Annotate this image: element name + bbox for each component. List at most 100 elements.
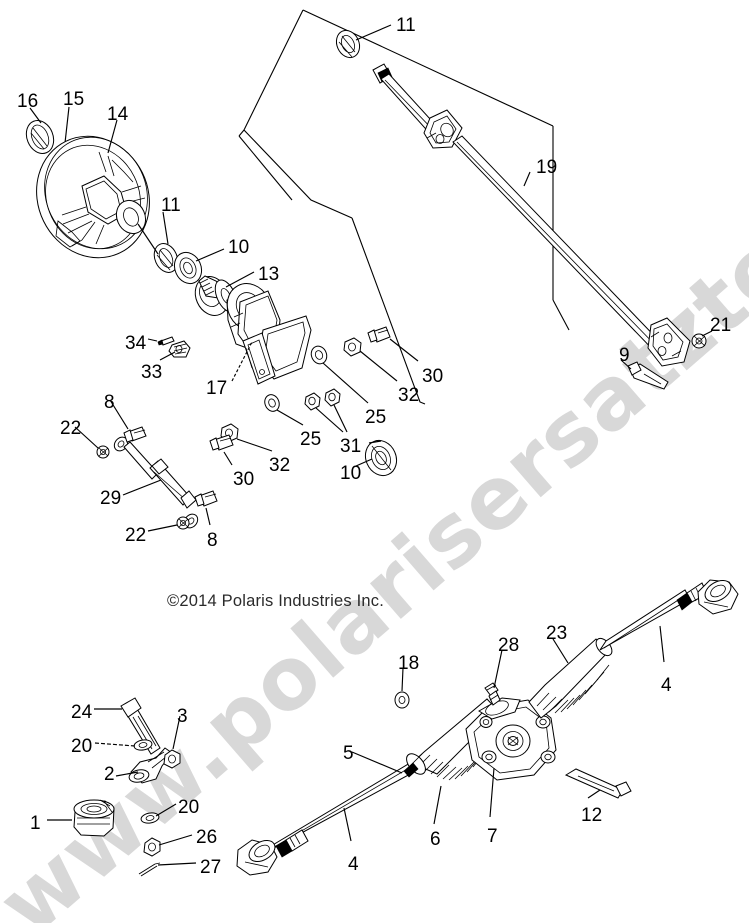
callout-steering-column-housing: 17 bbox=[206, 378, 228, 399]
leader-19 bbox=[523, 171, 531, 187]
callout-rack-housing: 7 bbox=[487, 826, 498, 847]
callout-boot-rack-left: 6 bbox=[430, 829, 441, 850]
leader-11b-wheel bbox=[137, 223, 159, 255]
callout-nut-flange: 32 bbox=[269, 455, 291, 476]
part-16-cap bbox=[25, 120, 55, 154]
leader-33 bbox=[159, 351, 176, 361]
leader-23 bbox=[552, 638, 569, 664]
part-14-steering-wheel bbox=[36, 135, 150, 259]
callout-bolt-long: 24 bbox=[71, 702, 93, 723]
leader-26 bbox=[158, 834, 193, 846]
part-2-adjuster bbox=[128, 747, 173, 784]
callout-nut-lock: 31 bbox=[340, 436, 362, 457]
callout-tie-rod-left: 4 bbox=[348, 854, 359, 875]
leader-10b bbox=[355, 458, 373, 467]
callout-gas-strut: 29 bbox=[100, 488, 122, 509]
callout-tie-rod-end-adjuster: 2 bbox=[104, 764, 115, 785]
callout-bolt-gas-strut: 8 bbox=[104, 392, 115, 413]
part-11-bearing-wheel bbox=[153, 243, 179, 273]
leader-32b bbox=[236, 438, 273, 452]
leader-32a bbox=[359, 350, 398, 382]
leader-4b bbox=[343, 807, 352, 842]
leader-11a bbox=[355, 24, 392, 41]
leader-31a bbox=[315, 407, 344, 433]
part-25-washer-b bbox=[264, 394, 280, 412]
leader-8b bbox=[205, 507, 211, 526]
part-5-clamp bbox=[403, 762, 419, 778]
part-26-nut bbox=[143, 837, 161, 857]
part-1-ball-joint bbox=[73, 799, 115, 837]
leader-6 bbox=[433, 785, 442, 825]
leader-21 bbox=[701, 330, 713, 337]
callout-nut-flange: 32 bbox=[398, 385, 420, 406]
callout-bolt-lower-joint: 9 bbox=[619, 345, 630, 366]
part-30-bolt-a bbox=[367, 326, 391, 343]
part-4-tie-rod-left bbox=[236, 756, 426, 876]
leader-11b bbox=[162, 211, 169, 245]
callout-nut-26: 26 bbox=[196, 827, 218, 848]
callout-grease-fitting: 28 bbox=[498, 635, 520, 656]
part-19-steering-shaft bbox=[372, 63, 691, 367]
callout-clamp-boot: 5 bbox=[343, 743, 354, 764]
callout-nut-gas-strut: 22 bbox=[125, 525, 147, 546]
part-17-column-housing bbox=[226, 283, 312, 385]
callout-hub-spline-adapter: 13 bbox=[258, 264, 280, 285]
callout-nut-steering-wheel: 15 bbox=[63, 89, 85, 110]
callout-bearing-wheel-side: 11 bbox=[161, 195, 181, 216]
leader-18 bbox=[401, 667, 404, 692]
leader-4a bbox=[659, 625, 665, 663]
part-33-clamp bbox=[168, 340, 191, 358]
assembly-boundary-lines bbox=[238, 9, 570, 405]
callout-bolt-flange: 30 bbox=[422, 366, 444, 387]
leader-2 bbox=[115, 771, 139, 777]
callout-boot-rack-right: 23 bbox=[546, 623, 568, 644]
leader-13 bbox=[225, 271, 255, 288]
callout-steering-shaft-u-joint: 19 bbox=[536, 157, 558, 178]
callout-washer-20: 20 bbox=[178, 797, 200, 818]
callout-steering-wheel: 14 bbox=[107, 104, 129, 125]
leader-25b bbox=[276, 409, 304, 426]
leader-30a bbox=[389, 338, 419, 362]
callout-cap-cover: 16 bbox=[17, 91, 39, 112]
leader-31b bbox=[333, 404, 348, 433]
part-10-bearing-lower bbox=[364, 439, 398, 477]
leader-27 bbox=[157, 862, 197, 866]
part-34-screw bbox=[157, 336, 175, 346]
leader-10a bbox=[195, 248, 225, 262]
leader-29 bbox=[122, 479, 162, 496]
callout-bolt-gas-strut: 8 bbox=[207, 530, 218, 551]
leader-12 bbox=[587, 789, 601, 799]
leader-28 bbox=[493, 649, 503, 689]
part-11-bearing-top bbox=[335, 29, 361, 59]
part-20-washer-a bbox=[133, 739, 153, 751]
callout-nut-gas-strut: 22 bbox=[60, 418, 82, 439]
part-8-bolt-a bbox=[123, 426, 147, 443]
callout-washer-rack: 18 bbox=[398, 653, 420, 674]
leader-10b-top bbox=[368, 440, 382, 444]
leader-5 bbox=[351, 751, 403, 774]
leader-9 bbox=[620, 359, 632, 370]
part-30-bolt-b bbox=[209, 434, 234, 451]
leader-16 bbox=[29, 107, 42, 124]
leader-3 bbox=[172, 715, 181, 750]
leader-20b bbox=[155, 803, 177, 817]
part-10-bearing-upper bbox=[173, 251, 203, 285]
callout-screw-small: 34 bbox=[125, 333, 147, 354]
part-21-nut bbox=[691, 333, 707, 349]
part-9-bolt bbox=[627, 361, 669, 390]
leader-8a bbox=[109, 399, 129, 430]
part-4-tie-rod-right bbox=[599, 579, 739, 651]
part-20-washer-b bbox=[140, 812, 160, 824]
callout-bolt-rack-mount: 12 bbox=[581, 805, 603, 826]
part-8-bolt-b bbox=[194, 490, 218, 507]
leader-7 bbox=[489, 767, 495, 818]
callout-bearing-upper-shaft: 11 bbox=[396, 15, 416, 36]
part-3-nut bbox=[163, 749, 181, 769]
leader-30b bbox=[223, 451, 233, 466]
callout-cotter-pin: 27 bbox=[200, 857, 222, 878]
part-31-nuts bbox=[304, 388, 341, 411]
callout-bearing-column: 10 bbox=[228, 237, 250, 258]
leader-22b bbox=[147, 524, 178, 532]
part-32-nut-a bbox=[343, 337, 362, 357]
